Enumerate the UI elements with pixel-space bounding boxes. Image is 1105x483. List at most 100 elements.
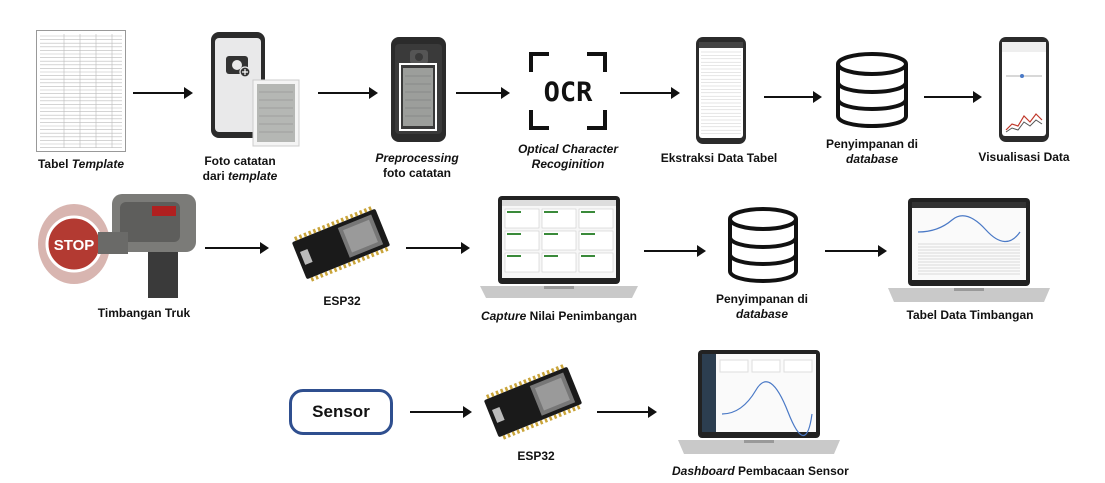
esp32-pin xyxy=(329,269,333,275)
capture-card-title xyxy=(581,233,595,235)
capture-card xyxy=(541,230,577,251)
esp32-pin xyxy=(370,252,375,258)
esp32-pin xyxy=(298,234,303,239)
esp32-board-2 xyxy=(480,364,586,440)
ocr-icon: OCR xyxy=(529,52,607,130)
esp32-pin xyxy=(352,260,357,265)
esp32-pin xyxy=(572,406,576,412)
capture-card xyxy=(541,208,577,229)
esp32-pin xyxy=(384,246,389,252)
esp32-pin xyxy=(525,425,530,431)
esp32-pin xyxy=(553,414,558,420)
esp32-pin xyxy=(532,375,537,381)
esp32-pin xyxy=(502,434,507,440)
esp32-pin xyxy=(317,226,321,232)
esp32-pin xyxy=(558,412,562,418)
arrow-template-to-photo xyxy=(133,87,193,99)
ocr-label: Optical Character Recoginition xyxy=(517,142,619,171)
template-table-image xyxy=(36,30,126,152)
arrow-photo-to-preprocess xyxy=(318,87,378,99)
esp32-pin xyxy=(527,377,532,382)
esp32-label-2: ESP32 xyxy=(517,449,555,463)
arrow-esp-to-dashboard xyxy=(597,406,657,418)
esp32-pin xyxy=(504,386,509,392)
ocr-icon-text: OCR xyxy=(544,77,594,108)
arrow-truck-to-esp xyxy=(205,242,269,254)
storage-label-2: Penyimpanan di database xyxy=(715,292,809,321)
capture-card xyxy=(578,230,614,251)
esp32-pin xyxy=(562,410,567,416)
preprocess-label: Preprocessing foto catatan xyxy=(375,151,459,180)
esp32-pin xyxy=(358,209,363,215)
stop-sign-text: STOP xyxy=(54,237,95,254)
esp32-pin xyxy=(511,431,516,436)
esp32-pin xyxy=(356,258,361,263)
esp32-pin xyxy=(490,392,495,397)
esp32-pin xyxy=(321,224,326,230)
esp32-pin xyxy=(560,364,564,369)
database-icon-1 xyxy=(834,52,910,128)
arrow-db-to-visual xyxy=(924,91,982,103)
esp32-pin xyxy=(536,373,541,379)
capture-card-title xyxy=(544,255,558,257)
esp32-pin xyxy=(534,421,539,427)
capture-label: Capture Nilai Penimbangan xyxy=(480,309,638,323)
esp32-pin xyxy=(307,230,312,236)
esp32-label-1: ESP32 xyxy=(323,294,361,308)
esp32-pin xyxy=(315,275,319,280)
esp32-pin xyxy=(310,276,315,282)
arrow-capture-to-db xyxy=(644,245,706,257)
dashboard-laptop-image xyxy=(676,350,842,456)
esp32-pin xyxy=(485,394,490,399)
esp32-pin xyxy=(331,221,335,226)
esp32-pin xyxy=(546,369,551,375)
capture-card-title xyxy=(507,255,521,257)
capture-card xyxy=(504,252,540,273)
esp32-pin xyxy=(567,408,572,414)
capture-card-title xyxy=(581,255,595,257)
table-label: Tabel Data Timbangan xyxy=(906,308,1034,322)
esp32-pin xyxy=(347,261,352,267)
capture-card xyxy=(541,252,577,273)
arrow-db-to-table xyxy=(825,245,887,257)
arrow-preprocess-to-ocr xyxy=(456,87,510,99)
capture-card xyxy=(504,230,540,251)
esp32-pin xyxy=(340,217,345,223)
arrow-esp-to-capture xyxy=(406,242,470,254)
capture-card-title xyxy=(507,233,521,235)
esp32-pin xyxy=(541,371,546,377)
esp32-pin xyxy=(495,390,500,396)
esp32-pin xyxy=(368,206,372,211)
truck-scale-image: STOP xyxy=(36,188,200,298)
esp32-pin xyxy=(361,256,366,262)
visual-label: Visualisasi Data xyxy=(978,150,1070,164)
esp32-pin xyxy=(530,423,535,429)
capture-laptop-image xyxy=(474,194,644,300)
esp32-pin xyxy=(555,366,560,371)
arrow-extract-to-db xyxy=(764,91,822,103)
capture-card xyxy=(578,252,614,273)
esp32-pin xyxy=(518,381,523,386)
esp32-pin xyxy=(312,228,317,234)
esp32-pin xyxy=(363,208,368,213)
esp32-pin xyxy=(576,404,581,410)
photo-label: Foto catatan dari template xyxy=(202,154,278,183)
esp32-board-1 xyxy=(288,206,394,282)
visual-phone-image xyxy=(998,36,1050,144)
template-table-label: Tabel Template xyxy=(37,157,125,171)
database-icon-2 xyxy=(726,207,800,283)
esp32-pin xyxy=(513,382,518,388)
esp32-pin xyxy=(303,232,308,238)
photo-phone-image xyxy=(209,30,301,148)
esp32-pin xyxy=(349,213,354,219)
capture-card xyxy=(578,208,614,229)
esp32-pin xyxy=(366,254,370,260)
capture-card-title xyxy=(544,211,558,213)
capture-card-title xyxy=(507,211,521,213)
sensor-label: Sensor xyxy=(312,402,370,421)
esp32-pin xyxy=(342,263,347,269)
esp32-pin xyxy=(380,248,384,254)
esp32-pin xyxy=(499,388,504,394)
arrow-ocr-to-extract xyxy=(620,87,680,99)
esp32-pin xyxy=(550,367,555,373)
